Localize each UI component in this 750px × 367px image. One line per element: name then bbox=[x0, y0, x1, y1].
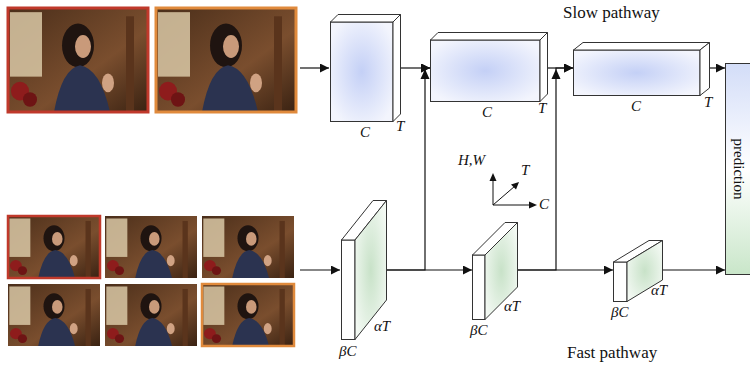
dimension-label: αT bbox=[504, 298, 520, 315]
front-face bbox=[473, 255, 486, 320]
axis-line bbox=[493, 205, 532, 206]
side-face bbox=[700, 43, 710, 96]
dimension-label: βC bbox=[611, 304, 628, 321]
front-face bbox=[431, 40, 541, 102]
front-face bbox=[614, 262, 628, 302]
slow-feature-block: CT bbox=[430, 32, 548, 102]
slow-frames bbox=[8, 8, 296, 112]
front-face bbox=[342, 240, 356, 340]
frame-border bbox=[8, 8, 148, 112]
top-face bbox=[331, 15, 401, 23]
fast-feature-block: αTβC bbox=[472, 222, 518, 320]
slow-feature-block: CT bbox=[573, 42, 710, 96]
fast-feature-block: αTβC bbox=[341, 200, 387, 340]
dimension-label: C bbox=[631, 98, 641, 115]
axis-label: T bbox=[521, 162, 529, 179]
block-outline bbox=[330, 14, 401, 122]
pathway-title: Slow pathway bbox=[563, 3, 660, 23]
axis-symbol bbox=[490, 173, 538, 209]
side-face bbox=[393, 15, 401, 122]
dimension-label: T bbox=[704, 94, 712, 111]
video-frame bbox=[105, 216, 197, 278]
dimension-label: T bbox=[538, 100, 546, 117]
fast-feature-block: αTβC bbox=[613, 240, 663, 302]
video-frame bbox=[202, 284, 294, 346]
dimension-label: C bbox=[360, 124, 370, 141]
dimension-label: αT bbox=[374, 318, 390, 335]
input-arrow bbox=[300, 269, 340, 270]
frame-border bbox=[156, 8, 296, 112]
front-face bbox=[331, 22, 394, 122]
axis-line bbox=[493, 178, 494, 205]
axis-arrowhead bbox=[490, 173, 497, 181]
axis-label: H,W bbox=[458, 152, 485, 169]
axis-label: C bbox=[539, 196, 549, 213]
video-frame bbox=[202, 216, 294, 278]
frame-border bbox=[8, 216, 100, 278]
frame-border bbox=[202, 284, 294, 346]
pathway-arrow bbox=[663, 269, 725, 270]
video-frame bbox=[8, 216, 100, 278]
dimension-label: βC bbox=[470, 322, 487, 339]
block-outline bbox=[430, 32, 548, 102]
dimension-label: βC bbox=[339, 343, 356, 360]
top-face bbox=[431, 33, 548, 41]
axis-arrowhead bbox=[529, 202, 537, 209]
axis-line bbox=[493, 186, 515, 205]
slow-feature-block: CT bbox=[330, 14, 401, 122]
fast-frames bbox=[8, 216, 294, 346]
video-frame bbox=[156, 8, 296, 112]
side-face bbox=[540, 33, 548, 102]
prediction-box: prediction bbox=[725, 63, 750, 275]
top-face bbox=[574, 43, 710, 51]
input-arrow bbox=[300, 67, 329, 68]
output-label: prediction bbox=[730, 139, 747, 200]
pathway-arrow bbox=[710, 67, 725, 68]
video-frame bbox=[8, 284, 100, 346]
prediction-outline bbox=[726, 64, 750, 275]
axis-arrowhead bbox=[511, 182, 519, 190]
video-frame bbox=[105, 284, 197, 346]
dimension-label: T bbox=[396, 118, 404, 135]
block-outline bbox=[573, 42, 710, 96]
dimension-label: C bbox=[482, 104, 492, 121]
dimension-label: αT bbox=[651, 282, 667, 299]
pathway-title: Fast pathway bbox=[567, 343, 657, 363]
front-face bbox=[574, 50, 701, 96]
video-frame bbox=[8, 8, 148, 112]
